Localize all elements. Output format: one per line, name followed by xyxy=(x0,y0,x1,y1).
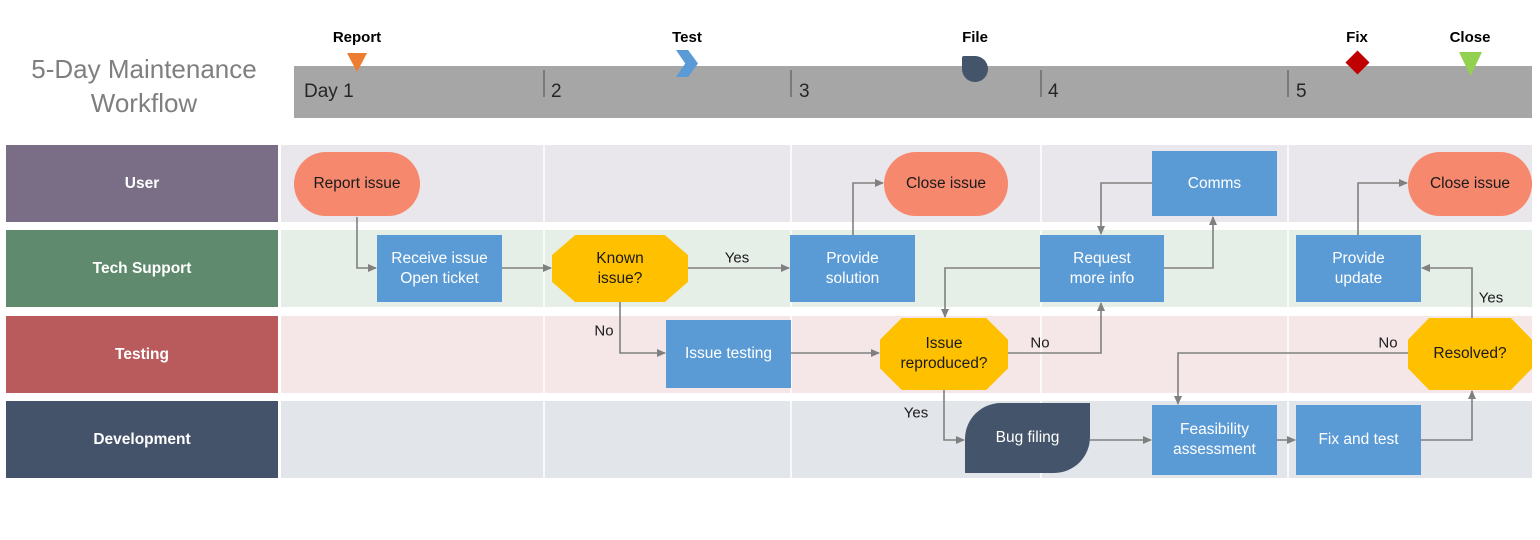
node-label: Issue testing xyxy=(684,345,773,363)
node-issue-testing: Issue testing xyxy=(666,320,791,388)
milestone-report-label: Report xyxy=(332,29,382,46)
node-label: Report issue xyxy=(313,175,401,193)
edge-label-yes: Yes xyxy=(903,404,929,422)
node-report-issue: Report issue xyxy=(294,152,420,216)
node-label: Receive issue Open ticket xyxy=(391,249,488,287)
node-label: Known issue? xyxy=(596,249,644,287)
node-provide-update: Provide update xyxy=(1296,235,1421,302)
timeline-day-3: 3 xyxy=(799,81,810,102)
file-milestone-droplet-icon xyxy=(962,56,988,82)
node-label: Provide update xyxy=(1332,249,1385,287)
node-request-more-info: Request more info xyxy=(1040,235,1164,302)
timeline-day-2: 2 xyxy=(551,81,562,102)
timeline-day-1: Day 1 xyxy=(304,81,354,102)
timeline-tick xyxy=(543,70,545,97)
node-label: Issue reproduced? xyxy=(900,335,988,372)
edge-label-yes: Yes xyxy=(1478,289,1504,307)
node-label: Resolved? xyxy=(1433,345,1507,363)
node-feasibility-assessment: Feasibility assessment xyxy=(1152,405,1277,475)
node-close-issue-final: Close issue xyxy=(1408,152,1532,216)
timeline-tick xyxy=(1287,70,1289,97)
timeline-day-4: 4 xyxy=(1048,81,1059,102)
page-title: 5-Day Maintenance Workflow xyxy=(8,52,280,121)
node-resolved-decision: Resolved? xyxy=(1408,318,1532,390)
day-separator-line xyxy=(790,145,792,478)
node-label: Close issue xyxy=(1429,175,1511,193)
milestone-fix-label: Fix xyxy=(1346,29,1368,46)
lane-header-user: User xyxy=(6,145,278,222)
lane-header-tech-support: Tech Support xyxy=(6,230,278,307)
timeline-day-5: 5 xyxy=(1296,81,1307,102)
day-separator-line xyxy=(543,145,545,478)
node-receive-issue-open-ticket: Receive issue Open ticket xyxy=(377,235,502,302)
milestone-close-label: Close xyxy=(1449,29,1491,46)
milestone-file-label: File xyxy=(962,29,988,46)
edge-label-no: No xyxy=(594,322,614,340)
lane-header-testing: Testing xyxy=(6,316,278,393)
node-label: Bug filing xyxy=(995,429,1060,447)
page-title-line1: 5-Day Maintenance xyxy=(31,54,257,84)
node-label: Provide solution xyxy=(825,249,880,287)
node-issue-reproduced-decision: Issue reproduced? xyxy=(880,318,1008,390)
node-label: Fix and test xyxy=(1318,431,1399,449)
node-known-issue-decision: Known issue? xyxy=(552,235,688,302)
edge-label-no: No xyxy=(1378,334,1398,352)
node-label: Close issue xyxy=(905,175,987,193)
node-label: Request more info xyxy=(1069,249,1135,287)
test-milestone-chevron-icon xyxy=(676,50,698,77)
edge-label-no: No xyxy=(1030,334,1050,352)
day-separator-line xyxy=(1287,145,1289,478)
edge-label-yes: Yes xyxy=(724,249,750,267)
node-provide-solution: Provide solution xyxy=(790,235,915,302)
node-fix-and-test: Fix and test xyxy=(1296,405,1421,475)
timeline-tick xyxy=(790,70,792,97)
node-label: Comms xyxy=(1187,174,1242,192)
node-close-issue: Close issue xyxy=(884,152,1008,216)
lane-header-development: Development xyxy=(6,401,278,478)
milestone-test-label: Test xyxy=(672,29,702,46)
timeline-tick xyxy=(1040,70,1042,97)
node-label: Feasibility assessment xyxy=(1173,421,1256,458)
node-bug-filing: Bug filing xyxy=(965,403,1090,473)
timeline-bar xyxy=(294,66,1532,118)
page-title-line2: Workflow xyxy=(90,88,198,119)
node-comms: Comms xyxy=(1152,151,1277,216)
